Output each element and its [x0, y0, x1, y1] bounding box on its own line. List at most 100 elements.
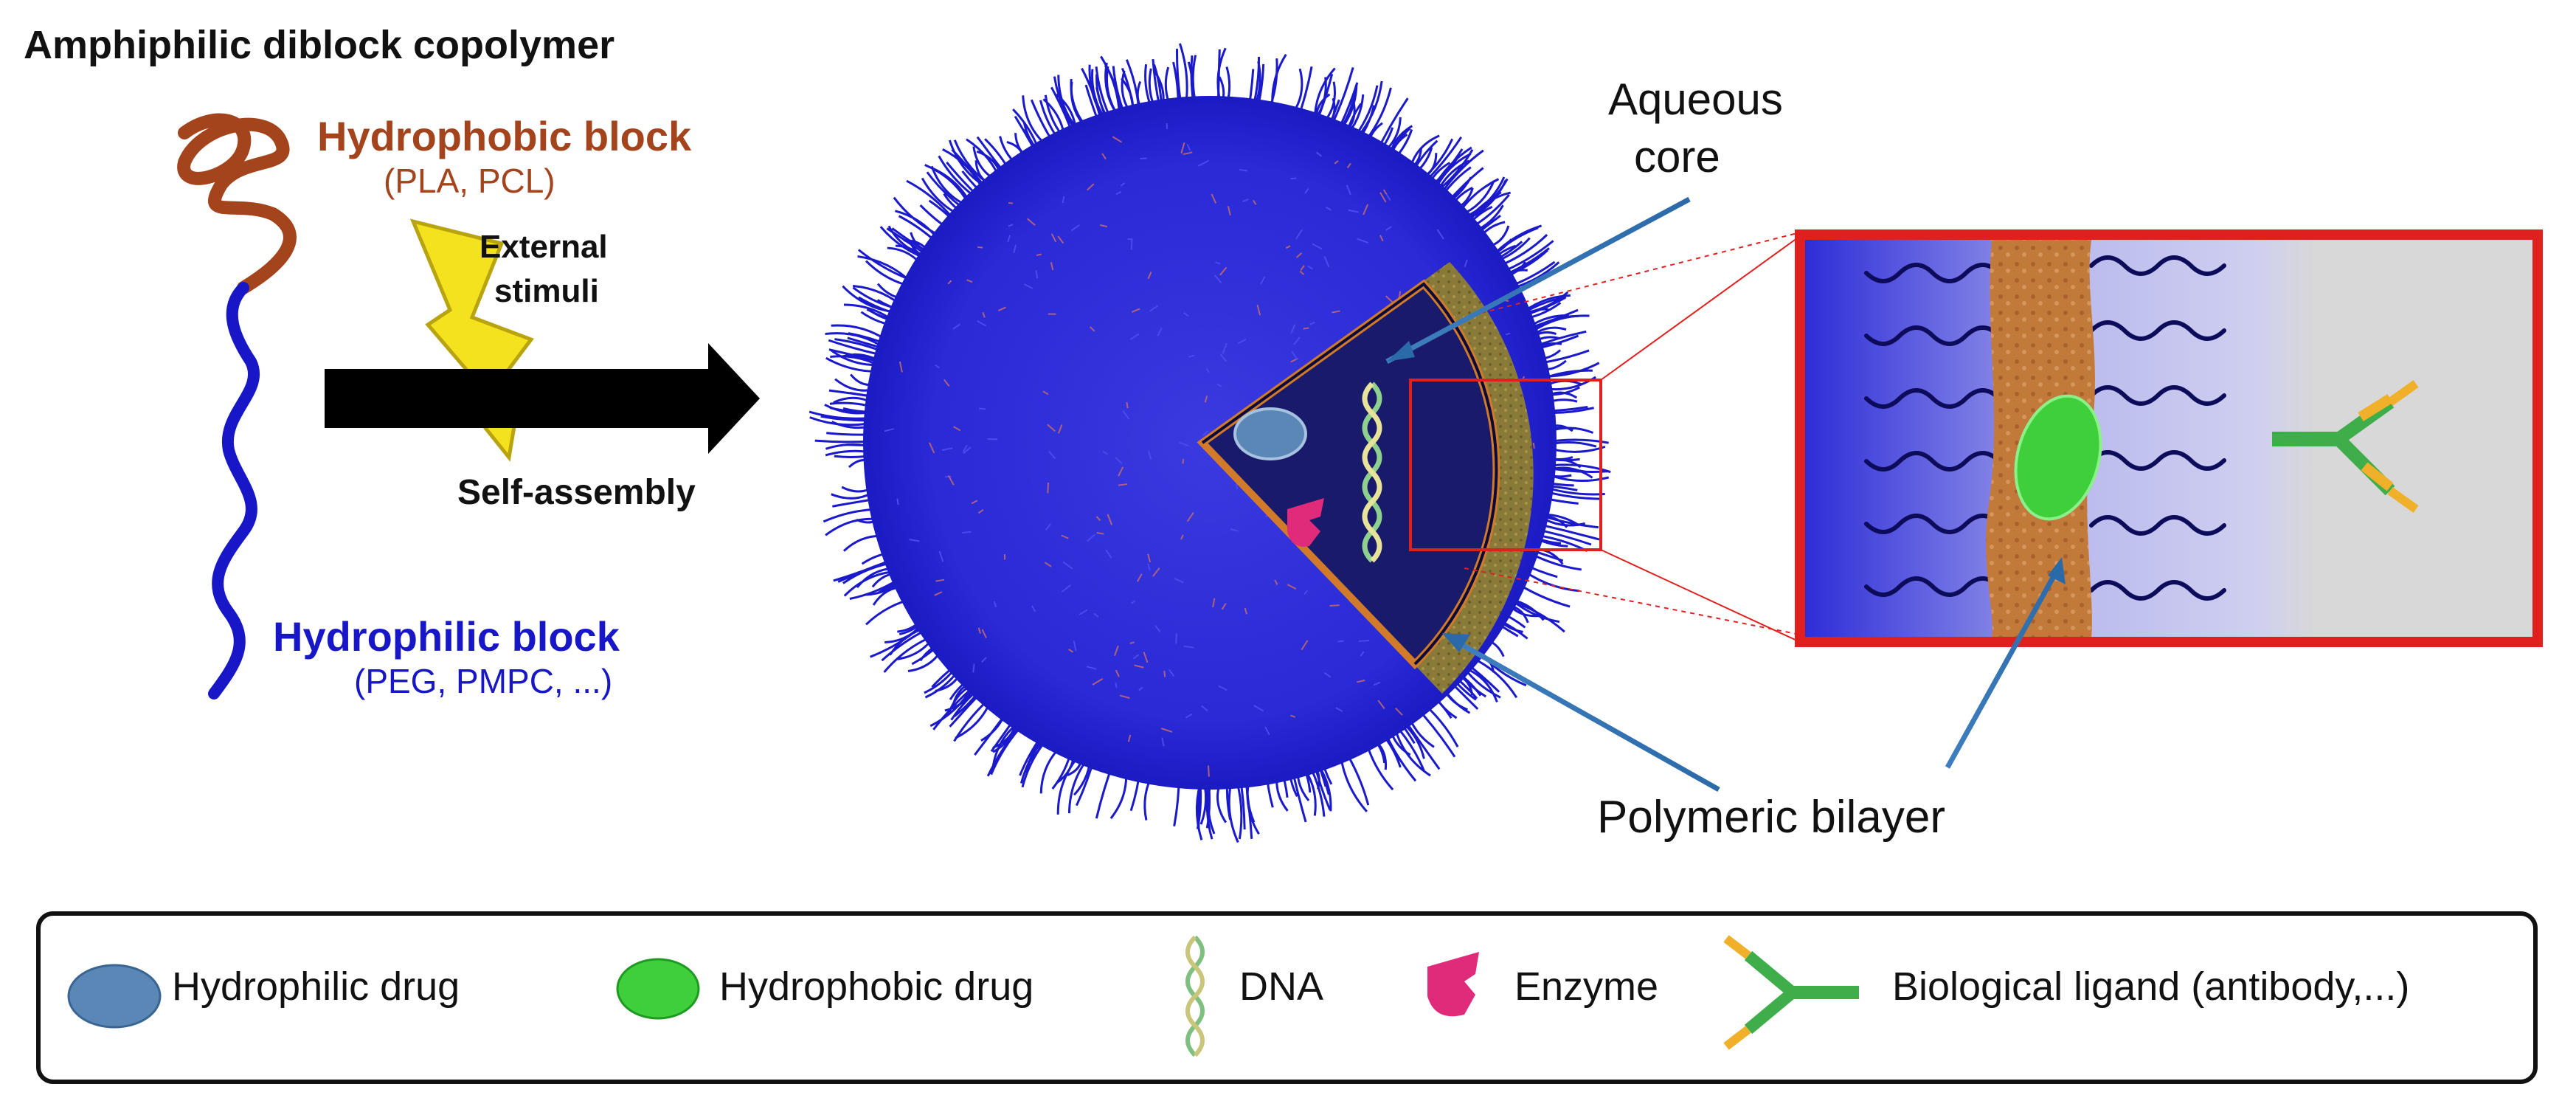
surface-speckle: [1264, 726, 1270, 736]
surface-speckle: [947, 280, 952, 285]
surface-speckle: [1436, 229, 1444, 240]
surface-speckle: [1215, 261, 1221, 265]
surface-speckle: [1357, 679, 1365, 683]
surface-speckle: [1157, 327, 1163, 336]
antibody-icon: [2272, 380, 2419, 513]
surface-speckle: [1048, 450, 1056, 460]
surface-speckle: [1129, 641, 1135, 644]
surface-speckle: [1303, 590, 1309, 595]
surface-speckle: [1359, 639, 1370, 643]
surface-speckle: [1185, 713, 1193, 719]
surface-speckle: [1007, 235, 1011, 242]
surface-speckle: [981, 629, 987, 638]
surface-speckle: [884, 428, 894, 432]
zoom-polymer-chain: [1864, 514, 2001, 534]
surface-speckle: [1050, 233, 1057, 243]
surface-speckle: [1154, 624, 1161, 632]
surface-speckle: [1202, 430, 1209, 437]
surface-speckle: [1160, 728, 1173, 733]
surface-speckle: [1175, 633, 1177, 644]
surface-speckle: [1120, 182, 1126, 187]
surface-speckle: [1373, 681, 1381, 686]
surface-speckle: [1299, 270, 1305, 275]
surface-speckle: [1377, 700, 1385, 709]
surface-speckle: [1105, 549, 1112, 559]
surface-speckle: [1244, 607, 1248, 615]
surface-speckle: [1112, 136, 1123, 143]
surface-speckle: [1274, 579, 1278, 585]
surface-speckle: [1379, 235, 1384, 242]
surface-speckle: [979, 407, 986, 410]
surface-speckle: [1348, 209, 1360, 213]
legend-dna: DNA: [1239, 964, 1324, 1009]
surface-speckle: [1201, 705, 1208, 712]
surface-speckle: [1212, 598, 1216, 608]
dna-icon: [1362, 381, 1382, 563]
surface-speckle: [1050, 262, 1054, 271]
zoom-source-box: [1409, 379, 1602, 551]
surface-speckle: [993, 601, 997, 608]
surface-speckle: [1068, 649, 1074, 653]
legend-hydrophobic-drug: Hydrophobic drug: [719, 964, 1034, 1009]
surface-speckle: [1315, 151, 1322, 157]
surface-speckle: [1089, 326, 1095, 332]
surface-speckle: [1323, 671, 1332, 678]
surface-speckle: [1057, 424, 1063, 434]
surface-speckle: [1213, 274, 1222, 284]
surface-speckle: [1205, 367, 1210, 373]
surface-speckle: [1188, 354, 1195, 358]
surface-speckle: [1132, 654, 1140, 660]
bilayer-arrow-left: [1455, 639, 1720, 793]
surface-speckle: [1219, 353, 1227, 362]
surface-speckle: [1505, 332, 1511, 336]
surface-speckle: [1183, 311, 1189, 317]
surface-speckle: [1131, 308, 1140, 313]
surface-speckle: [1036, 253, 1042, 257]
surface-speckle: [1382, 189, 1388, 195]
surface-speckle: [1360, 651, 1365, 657]
surface-speckle: [1168, 669, 1175, 677]
surface-speckle: [1211, 193, 1216, 204]
surface-speckle: [1026, 218, 1036, 227]
surface-speckle: [1013, 244, 1017, 254]
surface-speckle: [1045, 523, 1051, 531]
surface-speckle: [1295, 252, 1303, 258]
surface-speckle: [1295, 229, 1303, 240]
surface-speckle: [966, 279, 973, 283]
surface-speckle: [1163, 670, 1166, 677]
surface-speckle: [1008, 201, 1014, 204]
legend: [36, 911, 2538, 1084]
hydrophilic-drug-icon: [1233, 407, 1307, 460]
surface-speckle: [944, 379, 950, 387]
surface-speckle: [1179, 441, 1189, 447]
surface-speckle: [1118, 483, 1128, 486]
surface-speckle: [1287, 584, 1297, 590]
surface-speckle: [1035, 270, 1039, 279]
surface-speckle: [962, 531, 972, 534]
zoom-polymer-chain: [1864, 388, 2001, 409]
zoom-polymer-chain: [1864, 263, 2001, 283]
surface-speckle: [1115, 190, 1122, 196]
surface-speckle: [1095, 516, 1101, 522]
surface-speckle: [1149, 305, 1159, 312]
surface-speckle: [1242, 198, 1249, 202]
surface-speckle: [928, 442, 935, 454]
surface-speckle: [1230, 528, 1239, 532]
surface-speckle: [1291, 351, 1298, 360]
surface-speckle: [1152, 567, 1160, 577]
hydrophobic-block-label: Hydrophobic block: [317, 113, 692, 159]
surface-speckle: [1057, 235, 1064, 244]
surface-speckle: [1346, 162, 1351, 169]
stimuli-label-line1: External: [479, 229, 608, 265]
surface-speckle: [1256, 304, 1261, 316]
hydrophilic-block-label: Hydrophilic block: [273, 613, 620, 660]
surface-speckle: [1222, 342, 1228, 354]
hydrophobic-chain: [177, 113, 297, 294]
surface-speckle: [1143, 652, 1149, 663]
hydrophobic-drug-icon: [2014, 394, 2102, 521]
surface-speckle: [977, 246, 983, 249]
surface-speckle: [971, 500, 978, 505]
zoom-polymer-chain: [1864, 576, 2001, 597]
surface-speckle: [1119, 694, 1130, 699]
